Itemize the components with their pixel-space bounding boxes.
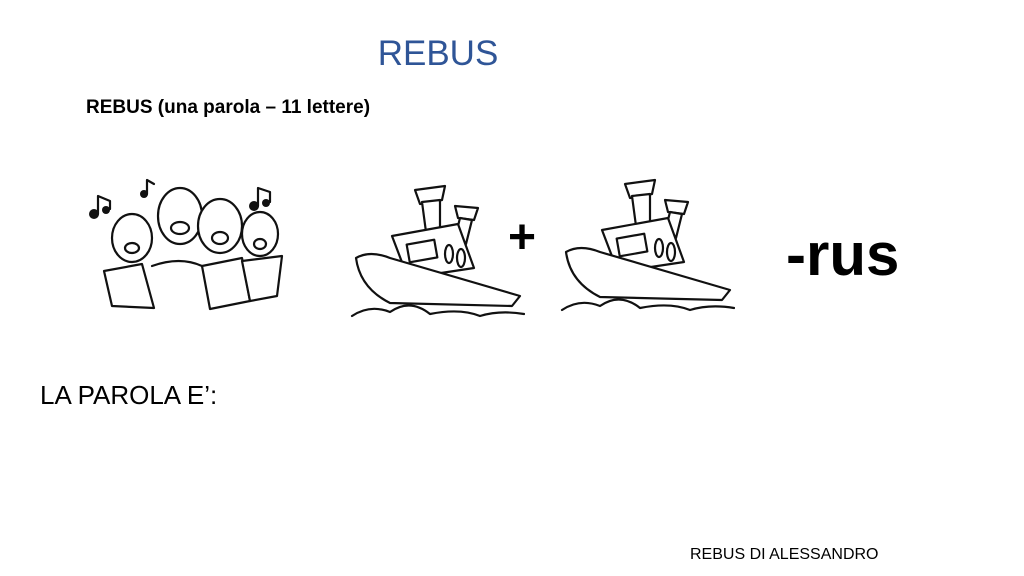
slide-title: REBUS (377, 34, 499, 73)
music-note-icon (89, 194, 112, 219)
boat-image (560, 178, 735, 312)
music-note-icon (249, 186, 272, 211)
plus-operator: + (508, 211, 537, 264)
slide-footer: REBUS DI ALESSANDRO (690, 546, 879, 563)
answer-label: LA PAROLA E’: (40, 380, 218, 410)
choir-image (89, 178, 284, 311)
rebus-subtitle: REBUS (una parola – 11 lettere) (86, 97, 371, 118)
rebus-suffix: -rus (786, 221, 900, 288)
boat-image (350, 184, 525, 318)
music-note-icon (140, 178, 156, 198)
